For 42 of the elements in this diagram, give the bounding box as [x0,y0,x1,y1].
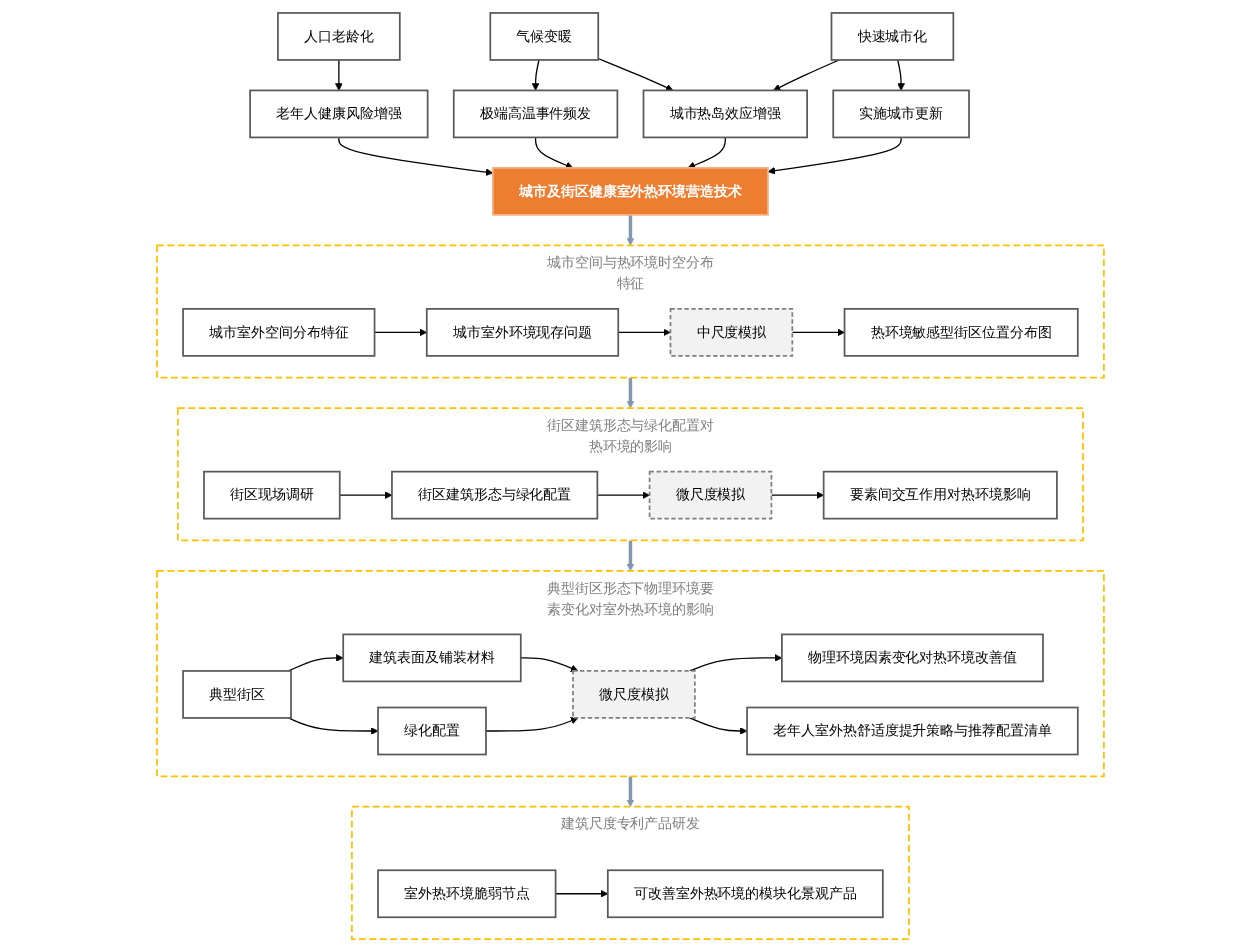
node-box: 可改善室外热环境的模块化景观产品 [606,868,884,918]
arrow [534,136,573,169]
arrow [531,58,540,91]
arrow [626,377,634,408]
node-box: 建筑表面及铺装材料 [341,633,522,682]
arrow [767,136,902,174]
arrow [626,214,634,246]
node-box: 老年人健康风险增强 [248,89,429,138]
arrow [791,328,845,336]
node-box: 微尺度模拟 [648,470,772,519]
arrow [688,716,747,735]
node-box: 城市及街区健康室外热环境营造技术 [491,166,769,216]
node-box: 人口老龄化 [276,11,401,61]
node-box: 极端高温事件频发 [452,89,618,138]
arrow [626,539,634,571]
node-box: 老年人室外热舒适度提升策略与推荐配置清单 [745,706,1079,755]
node-box: 微尺度模拟 [571,669,696,719]
arrow [337,136,493,176]
node-box: 城市室外环境现存问题 [425,307,619,357]
node-box: 实施城市更新 [831,89,970,138]
node-box: 室外热环境脆弱节点 [376,868,556,918]
node-box: 快速城市化 [830,11,954,61]
node-box: 热环境敏感型街区位置分布图 [843,307,1079,357]
node-box: 绿化配置 [376,706,487,755]
node-box: 街区现场调研 [202,470,341,519]
node-box: 典型街区 [181,669,292,719]
node-box: 街区建筑形态与绿化配置 [390,470,598,519]
arrow [617,328,671,336]
node-box: 要素间交互作用对热环境影响 [822,470,1058,519]
arrow [596,490,650,499]
arrow [287,716,378,735]
node-box: 中尺度模拟 [669,307,793,357]
node-box: 城市热岛效应增强 [642,89,808,138]
arrow [772,58,840,91]
arrow [597,57,673,91]
arrow [896,58,905,91]
arrow [687,136,726,169]
node-box: 气候变暖 [489,11,599,61]
node-box: 城市室外空间分布特征 [181,307,375,357]
arrow [626,775,634,807]
arrow [334,58,343,91]
node-box: 物理环境因素变化对热环境改善值 [780,633,1044,682]
